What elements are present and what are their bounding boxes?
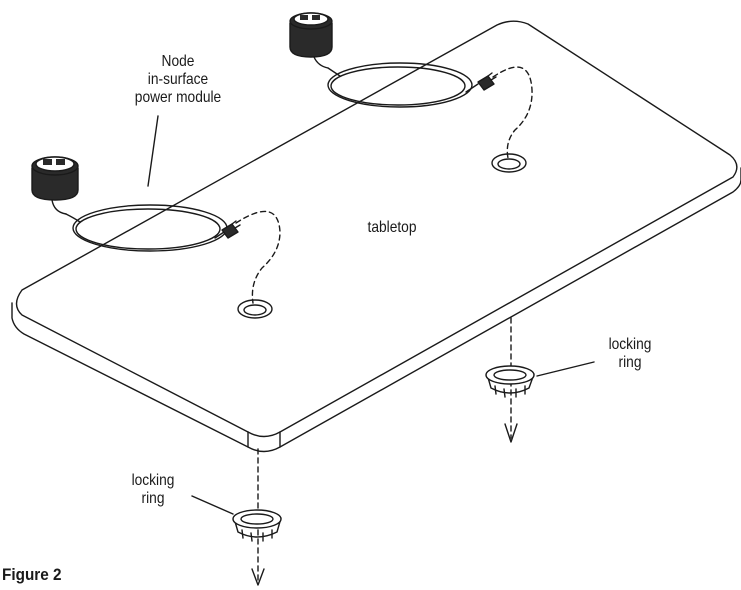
leader-ring-left: [191, 495, 234, 515]
cord-coil-left: [65, 204, 228, 252]
label-ring-left-line2: ring: [141, 490, 165, 507]
label-locking-ring-left: locking ring: [119, 472, 188, 508]
cord-coil-right: [327, 62, 479, 108]
label-power-module-line1: Node: [161, 53, 195, 70]
plug-left: [221, 220, 241, 239]
label-power-module-line3: power module: [134, 89, 222, 106]
arrow-left: [251, 568, 265, 586]
routing-path-right: [492, 66, 533, 439]
power-module-left: [31, 156, 79, 215]
locking-ring-left: [232, 509, 282, 542]
label-tabletop-text: tabletop: [367, 219, 417, 236]
figure-caption: Figure 2: [2, 565, 62, 584]
label-tabletop: tabletop: [358, 219, 427, 237]
locking-ring-right: [485, 365, 535, 398]
arrow-right: [504, 423, 518, 443]
tabletop-surface: [11, 20, 741, 453]
label-ring-right-line1: locking: [608, 336, 652, 353]
label-power-module-line2: in-surface: [147, 71, 209, 88]
plug-right: [477, 72, 497, 91]
leader-ring-right: [536, 361, 595, 377]
label-ring-right-line2: ring: [618, 354, 642, 371]
label-ring-left-line1: locking: [131, 472, 175, 489]
power-module-right: [289, 12, 333, 69]
label-locking-ring-right: locking ring: [596, 336, 665, 372]
label-power-module: Node in-surface power module: [126, 53, 229, 107]
leader-module: [147, 115, 159, 187]
